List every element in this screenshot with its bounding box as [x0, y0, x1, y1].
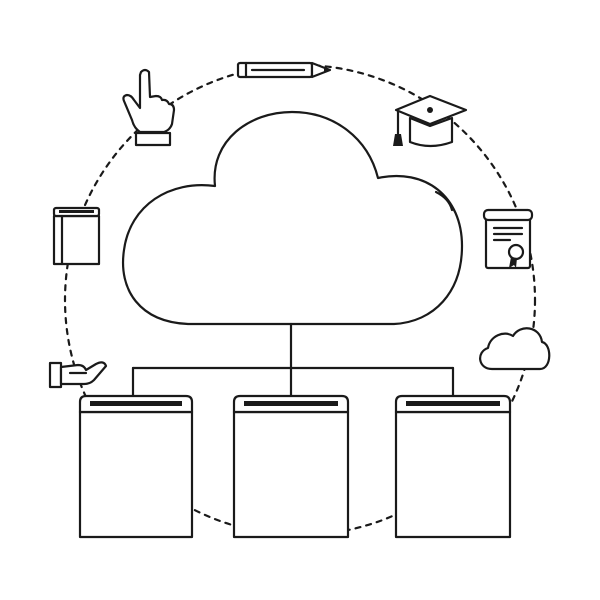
- hand-giving-icon: [48, 361, 108, 389]
- diploma-icon: [482, 208, 534, 270]
- connector-lines: [131, 322, 455, 398]
- book-icon: [52, 206, 101, 266]
- small-cloud-icon: [479, 327, 551, 371]
- graduation-cap-icon: [393, 94, 468, 148]
- book-icon: [232, 394, 350, 539]
- book-icon: [394, 394, 512, 539]
- book-icon: [78, 394, 194, 539]
- central-cloud-icon: [121, 110, 464, 326]
- cloud-accent-arc: [434, 190, 454, 212]
- pointing-hand-icon: [122, 68, 176, 147]
- pencil-icon: [236, 61, 332, 79]
